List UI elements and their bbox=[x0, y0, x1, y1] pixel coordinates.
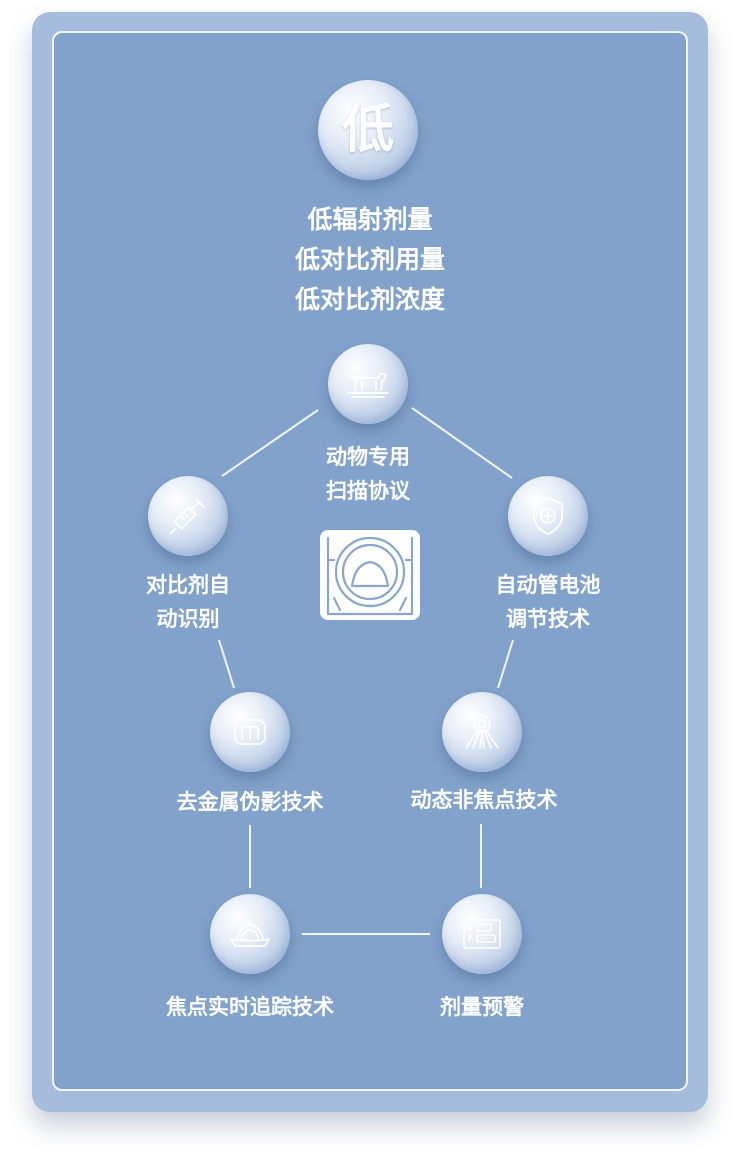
label-dose-alert: 剂量预警 bbox=[412, 990, 552, 1024]
dog-orb bbox=[328, 344, 408, 424]
headline-line-3: 低对比剂浓度 bbox=[294, 285, 445, 314]
label-auto-tube-current-line-1: 自动管电池 bbox=[495, 573, 601, 597]
label-auto-tube-current-line-2: 调节技术 bbox=[506, 607, 590, 631]
label-focus-tracking: 焦点实时追踪技术 bbox=[140, 990, 360, 1024]
label-contrast-recognition: 对比剂自 动识别 bbox=[118, 568, 258, 636]
ct-scanner-icon bbox=[320, 530, 420, 620]
dog-icon bbox=[347, 372, 389, 398]
syringe-orb bbox=[148, 476, 228, 556]
connector-dog-syringe bbox=[221, 409, 319, 477]
low-orb: 低 bbox=[318, 80, 418, 180]
low-char: 低 bbox=[341, 100, 394, 160]
dose-alert-icon bbox=[463, 919, 501, 949]
dynamic-orb bbox=[442, 692, 522, 772]
headline-line-1: 低辐射剂量 bbox=[307, 205, 433, 234]
shield-plus-icon bbox=[533, 497, 563, 535]
label-metal-artifact: 去金属伪影技术 bbox=[150, 785, 350, 819]
connector-syringe-metal bbox=[218, 639, 235, 689]
label-focus-tracking-line-1: 焦点实时追踪技术 bbox=[166, 995, 334, 1019]
headline: 低辐射剂量 低对比剂用量 低对比剂浓度 bbox=[0, 200, 740, 320]
metal-orb bbox=[210, 692, 290, 772]
label-animal-protocol-line-2: 扫描协议 bbox=[326, 479, 410, 503]
shield-orb bbox=[508, 476, 588, 556]
dynamic-focus-icon bbox=[465, 715, 499, 749]
label-auto-tube-current: 自动管电池 调节技术 bbox=[468, 568, 628, 636]
label-contrast-recognition-line-1: 对比剂自 bbox=[146, 573, 230, 597]
headline-line-2: 低对比剂用量 bbox=[294, 245, 445, 274]
focus-tracking-icon bbox=[230, 921, 270, 947]
tracking-orb bbox=[210, 894, 290, 974]
metal-artifact-icon bbox=[234, 719, 266, 745]
label-metal-artifact-line-1: 去金属伪影技术 bbox=[176, 790, 324, 814]
label-dynamic-focus: 动态非焦点技术 bbox=[384, 783, 584, 817]
label-contrast-recognition-line-2: 动识别 bbox=[156, 607, 220, 631]
label-animal-protocol-line-1: 动物专用 bbox=[326, 445, 410, 469]
label-animal-protocol: 动物专用 扫描协议 bbox=[288, 440, 448, 508]
label-dynamic-focus-line-1: 动态非焦点技术 bbox=[410, 788, 558, 812]
label-dose-alert-line-1: 剂量预警 bbox=[440, 995, 524, 1019]
connector-shield-dynamic bbox=[497, 639, 514, 689]
syringe-icon bbox=[170, 498, 205, 534]
dose-orb bbox=[442, 894, 522, 974]
connector-dog-shield bbox=[411, 407, 513, 479]
